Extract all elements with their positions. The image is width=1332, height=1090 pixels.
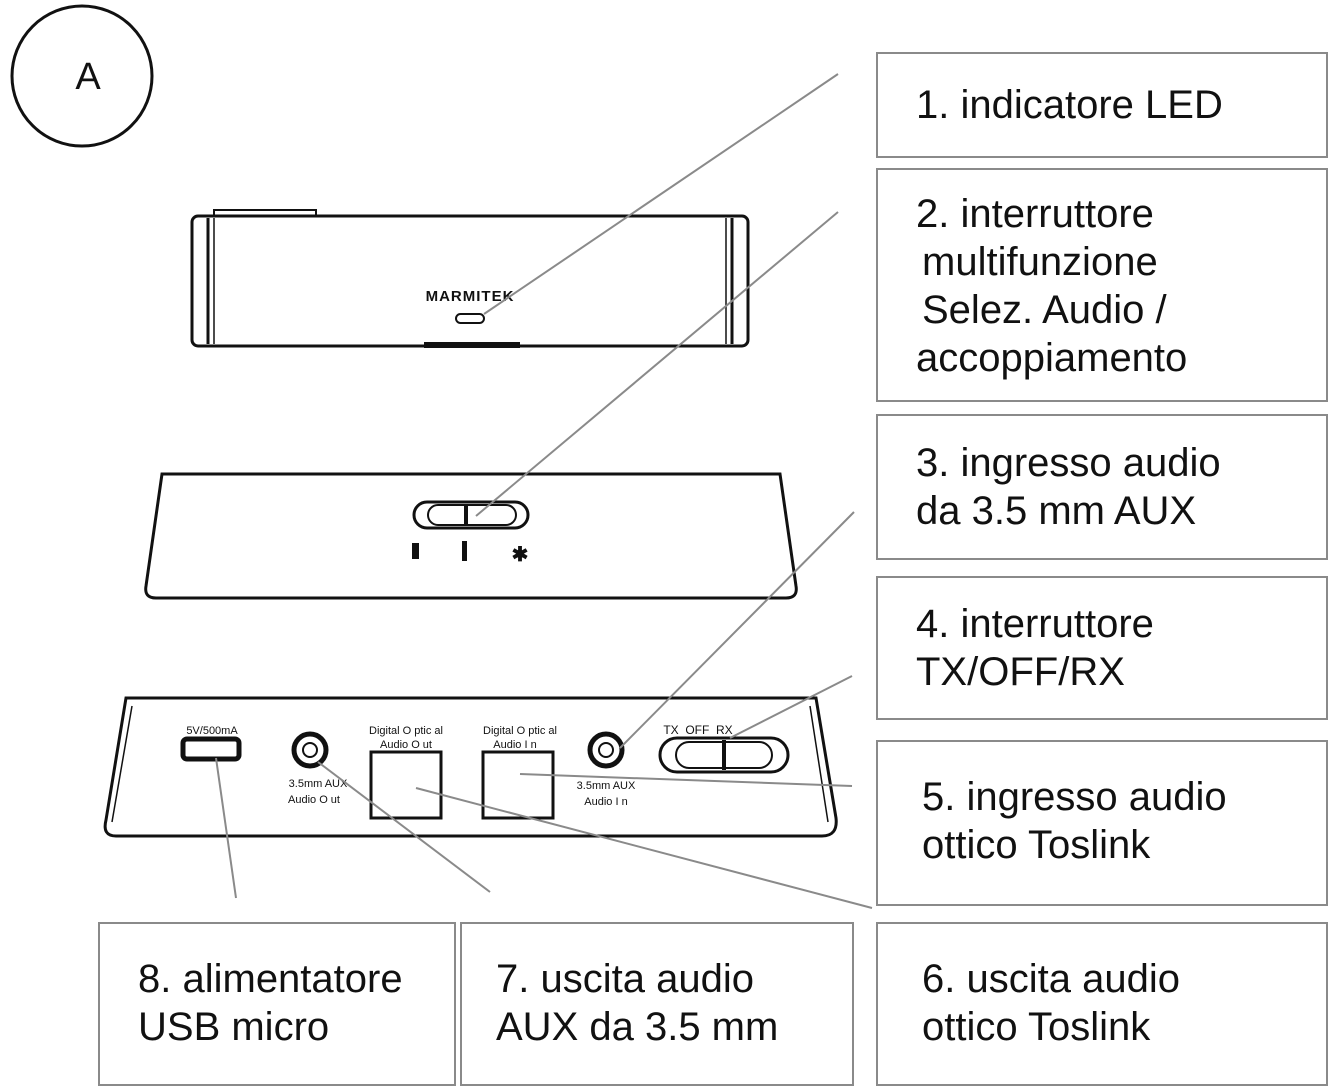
device-top-view: ✱ (144, 472, 798, 600)
callout-5-line-2: ottico Toslink (922, 823, 1151, 867)
figure-letter: A (75, 56, 101, 98)
leader-2 (475, 211, 839, 517)
callout-6-line-1: 6. uscita audio (922, 957, 1180, 1001)
callout-aux-input: 3. ingresso audio da 3.5 mm AUX (876, 414, 1328, 560)
callout-aux-output: 7. uscita audio AUX da 3.5 mm (460, 922, 854, 1086)
callout-1-line-1: 1. indicatore LED (916, 83, 1223, 127)
callout-optical-output: 6. uscita audio ottico Toslink (876, 922, 1328, 1086)
optical-in-port (481, 750, 555, 820)
mode-switch-label: TX OFF RX (663, 723, 732, 737)
brand-logo: MARMITEK (426, 288, 515, 305)
callout-tx-off-rx-switch: 4. interruttore TX/OFF/RX (876, 576, 1328, 720)
callout-8-line-2: USB micro (138, 1005, 330, 1049)
speaker-icon (412, 543, 419, 559)
figure-letter-circle (10, 4, 154, 148)
optical-out-label-1: Digital O ptic al (369, 725, 443, 737)
callout-7-line-2: AUX da 3.5 mm (496, 1005, 779, 1049)
bluetooth-icon: ✱ (512, 544, 529, 566)
callout-6-line-2: ottico Toslink (922, 1005, 1151, 1049)
optical-in-label-1: Digital O ptic al (483, 725, 557, 737)
callout-led-indicator: 1. indicatore LED (876, 52, 1328, 158)
micro-usb-port (180, 736, 242, 762)
callout-2-line-1: 2. interruttore (916, 192, 1154, 236)
callout-2-line-3: Selez. Audio / (922, 288, 1167, 332)
callout-3-line-2: da 3.5 mm AUX (916, 489, 1197, 533)
optical-out-label-2: Audio O ut (380, 739, 432, 751)
aux-in-label-2: Audio I n (584, 796, 627, 808)
aux-in-label-1: 3.5mm AUX (577, 780, 636, 792)
callout-4-line-2: TX/OFF/RX (916, 650, 1125, 694)
callout-3-line-1: 3. ingresso audio (916, 441, 1221, 485)
optical-out-port (369, 750, 443, 820)
callout-2-line-4: accoppiamento (916, 336, 1188, 380)
callout-multifunction-switch: 2. interruttore multifunzione Selez. Aud… (876, 168, 1328, 402)
audio-icon (462, 541, 467, 561)
device-rear-view: 5V/500mA 3.5mm AUX Audio O ut Digital O … (103, 696, 838, 838)
aux-out-label-2: Audio O ut (288, 794, 340, 806)
optical-in-label-2: Audio I n (493, 739, 536, 751)
led-indicator (455, 313, 485, 324)
callout-7-line-1: 7. uscita audio (496, 957, 754, 1001)
leader-6 (415, 787, 873, 909)
callout-usb-power: 8. alimentatore USB micro (98, 922, 456, 1086)
leader-3 (619, 511, 855, 749)
leader-1 (483, 73, 839, 315)
aux-out-label-1: 3.5mm AUX (289, 778, 348, 790)
leader-5 (519, 773, 853, 787)
device-front-view: MARMITEK (190, 209, 750, 348)
callout-5-line-1: 5. ingresso audio (922, 775, 1227, 819)
leader-8 (215, 757, 237, 899)
leader-7 (317, 761, 491, 893)
callout-optical-input: 5. ingresso audio ottico Toslink (876, 740, 1328, 906)
callout-4-line-1: 4. interruttore (916, 602, 1154, 646)
power-port-label: 5V/500mA (186, 725, 238, 737)
callout-2-line-2: multifunzione (922, 240, 1158, 284)
callout-8-line-1: 8. alimentatore (138, 957, 403, 1001)
leader-lines (215, 73, 873, 909)
leader-4 (729, 675, 853, 739)
